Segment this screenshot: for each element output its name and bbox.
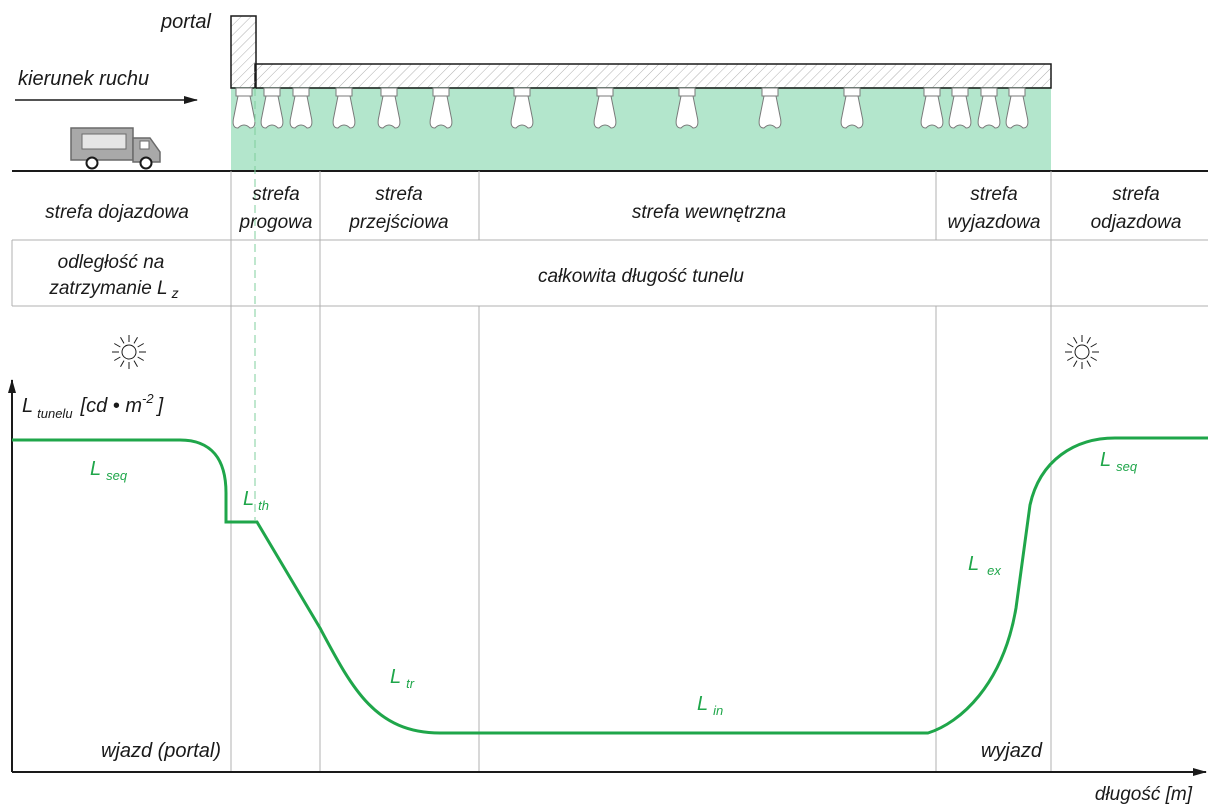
entrance-label: wjazd (portal) — [101, 740, 221, 762]
luminaire-icon — [429, 87, 453, 129]
tunnel-length-label: całkowita długość tunelu — [538, 266, 744, 287]
truck-icon — [70, 127, 161, 170]
luminaire-icon — [377, 87, 401, 129]
luminaire-icon — [289, 87, 313, 129]
zone-transition-label-2: przejściowa — [348, 212, 448, 233]
luminaire-icon — [948, 87, 972, 129]
luminaire-icon — [260, 87, 284, 129]
luminaire-icon — [840, 87, 864, 129]
tunnel-ceiling — [254, 63, 1052, 89]
luminaire-icon — [920, 87, 944, 129]
luminance-curve — [12, 436, 1208, 735]
luminaire-group — [232, 87, 1029, 129]
zone-departure-label-2: odjazdowa — [1091, 212, 1182, 233]
x-axis-label: długość [m] — [1095, 784, 1193, 805]
luminaire-icon — [758, 87, 782, 129]
tunnel-lit-area — [231, 87, 1051, 171]
zone-approach-label: strefa dojazdowa — [45, 202, 189, 223]
luminaire-icon — [232, 87, 256, 129]
portal-structure — [230, 15, 257, 89]
luminaire-icon — [332, 87, 356, 129]
portal-label: portal — [160, 11, 212, 33]
zone-threshold-label-1: strefa — [252, 184, 300, 205]
zone-exit-label-2: wyjazdowa — [948, 212, 1041, 233]
luminaire-icon — [1005, 87, 1029, 129]
luminaire-icon — [977, 87, 1001, 129]
zone-exit-label-1: strefa — [970, 184, 1018, 205]
stopping-distance-label-1: odległość na — [58, 252, 165, 273]
traffic-direction-label: kierunek ruchu — [18, 68, 149, 90]
sun-icon — [112, 335, 146, 369]
zone-interior-label: strefa wewnętrzna — [632, 202, 786, 223]
luminaire-icon — [675, 87, 699, 129]
exit-label: wyjazd — [981, 740, 1043, 762]
zone-threshold-label-2: progowa — [239, 212, 313, 233]
luminaire-icon — [510, 87, 534, 129]
zone-departure-label-1: strefa — [1112, 184, 1160, 205]
luminaire-icon — [593, 87, 617, 129]
zone-transition-label-1: strefa — [375, 184, 423, 205]
sun-icon — [1065, 335, 1099, 369]
